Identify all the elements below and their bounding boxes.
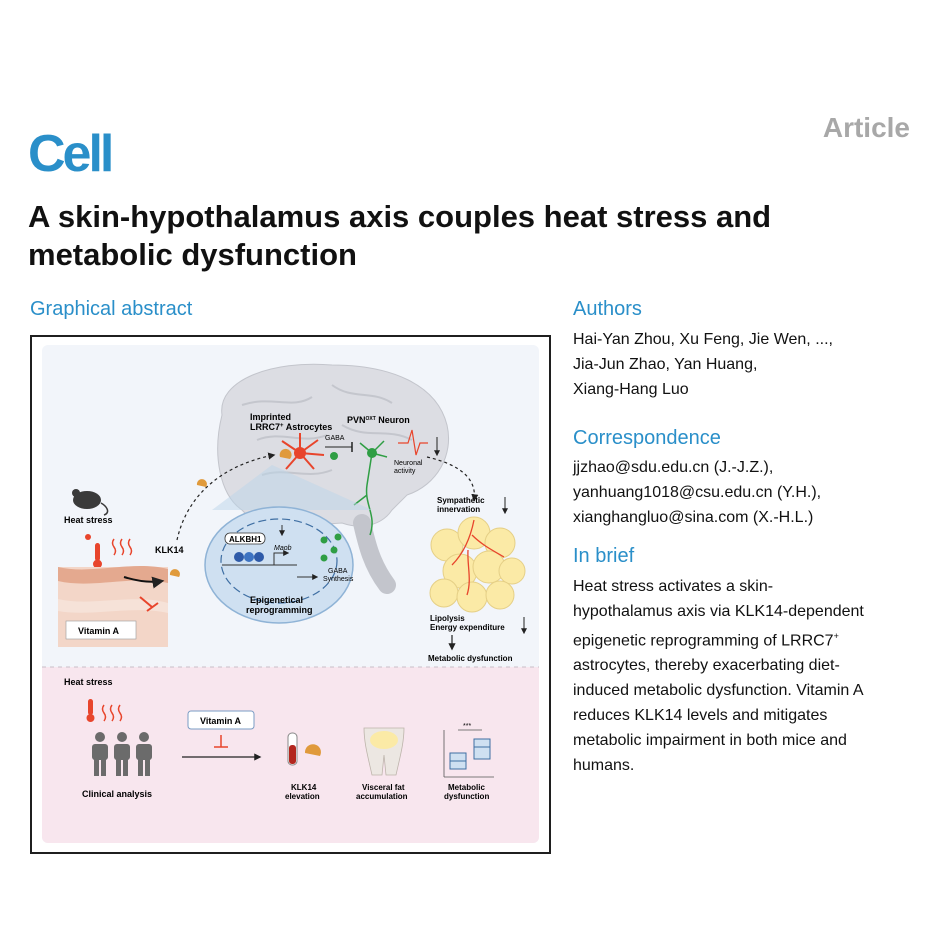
blood-tube-icon bbox=[287, 732, 298, 766]
svg-text:elevation: elevation bbox=[285, 792, 320, 801]
lipolysis-label: Lipolysis bbox=[430, 614, 465, 623]
graphical-abstract-heading: Graphical abstract bbox=[30, 298, 193, 320]
correspondence-section: Correspondence jjzhao@sdu.edu.cn (J.-J.Z… bbox=[573, 427, 918, 530]
heat-stress-label-bottom: Heat stress bbox=[64, 677, 113, 687]
energy-expenditure-label: Energy expenditure bbox=[430, 623, 505, 632]
author-line: Jia-Jun Zhao, Yan Huang, bbox=[573, 356, 758, 373]
correspondence-email[interactable]: jjzhao@sdu.edu.cn (J.-J.Z.), bbox=[573, 459, 774, 476]
visceral-fat-label: Visceral fat bbox=[362, 783, 405, 792]
people-group-icon bbox=[92, 732, 152, 776]
pvn-neuron-label: PVNOXT Neuron bbox=[347, 415, 410, 425]
klk14-label: KLK14 bbox=[155, 545, 184, 555]
klk14-protein-icon bbox=[304, 744, 321, 756]
author-line: Hai-Yan Zhou, Xu Feng, Jie Wen, ..., bbox=[573, 331, 833, 348]
in-brief-heading: In brief bbox=[573, 545, 635, 567]
correspondence-heading: Correspondence bbox=[573, 427, 721, 449]
gaba-label: GABA bbox=[325, 435, 345, 442]
heat-waves-icon bbox=[111, 538, 133, 556]
skin-cross-section bbox=[58, 566, 168, 647]
author-line: Xiang-Hang Luo bbox=[573, 381, 689, 398]
svg-text:reprogramming: reprogramming bbox=[246, 605, 313, 615]
graphical-abstract-canvas: Imprinted LRRC7+ Astrocytes PVNOXT Neuro… bbox=[42, 345, 539, 843]
svg-text:Synthesis: Synthesis bbox=[323, 576, 354, 583]
clinical-analysis-label: Clinical analysis bbox=[82, 789, 152, 799]
authors-heading: Authors bbox=[573, 298, 642, 320]
vitamin-a-label-bottom: Vitamin A bbox=[200, 716, 242, 726]
svg-text:activity: activity bbox=[394, 468, 416, 475]
authors-list: Hai-Yan Zhou, Xu Feng, Jie Wen, ..., Jia… bbox=[573, 327, 918, 402]
metabolic-dysfunction-label-top: Metabolic dysfunction bbox=[428, 654, 513, 663]
klk14-elevation-label: KLK14 bbox=[291, 783, 317, 792]
imprinted-label: Imprinted bbox=[250, 412, 291, 422]
adipose-tissue-illustration bbox=[429, 516, 526, 613]
astrocytes-label: LRRC7+ Astrocytes bbox=[250, 422, 332, 432]
correspondence-list: jjzhao@sdu.edu.cn (J.-J.Z.), yanhuang101… bbox=[573, 455, 918, 530]
astrocyte-icon bbox=[279, 433, 325, 470]
thermometer-icon-bottom bbox=[86, 699, 95, 722]
heat-stress-label-top: Heat stress bbox=[64, 515, 113, 525]
metabolic-dysfunction-label-bottom: Metabolic bbox=[448, 783, 485, 792]
in-brief-text: Heat stress activates a skin- hypothalam… bbox=[573, 578, 864, 775]
thermometer-icon bbox=[85, 534, 102, 569]
correspondence-email[interactable]: xianghangluo@sina.com (X.-H.L.) bbox=[573, 509, 814, 526]
in-brief-section: In brief Heat stress activates a skin- h… bbox=[573, 545, 918, 778]
neuron-icon bbox=[353, 440, 388, 536]
article-title: A skin-hypothalamus axis couples heat st… bbox=[28, 199, 772, 272]
alkbh1-label: ALKBH1 bbox=[229, 535, 262, 544]
svg-text:innervation: innervation bbox=[437, 505, 480, 514]
correspondence-email[interactable]: yanhuang1018@csu.edu.cn (Y.H.), bbox=[573, 484, 822, 501]
maob-label: Maob bbox=[274, 545, 292, 552]
epigenetical-label: Epigenetical bbox=[250, 595, 303, 605]
gaba-synthesis-label: GABA bbox=[328, 568, 348, 575]
journal-logo: Cell bbox=[28, 125, 114, 183]
svg-text:accumulation: accumulation bbox=[356, 792, 408, 801]
graphical-abstract: Imprinted LRRC7+ Astrocytes PVNOXT Neuro… bbox=[30, 335, 551, 854]
heat-waves-icon-bottom bbox=[101, 704, 123, 722]
sympathetic-label: Sympathetic bbox=[437, 496, 485, 505]
significance-label: *** bbox=[463, 723, 471, 730]
vitamin-a-label-top: Vitamin A bbox=[78, 626, 120, 636]
graphical-abstract-figure: Imprinted LRRC7+ Astrocytes PVNOXT Neuro… bbox=[42, 363, 539, 843]
neuronal-activity-label: Neuronal bbox=[394, 460, 423, 467]
svg-text:dysfunction: dysfunction bbox=[444, 792, 489, 801]
mouse-icon bbox=[72, 489, 109, 516]
boxplot-icon bbox=[443, 729, 494, 778]
authors-section: Authors Hai-Yan Zhou, Xu Feng, Jie Wen, … bbox=[573, 298, 918, 402]
article-type-label: Article bbox=[822, 112, 910, 143]
visceral-fat-icon bbox=[363, 727, 405, 776]
